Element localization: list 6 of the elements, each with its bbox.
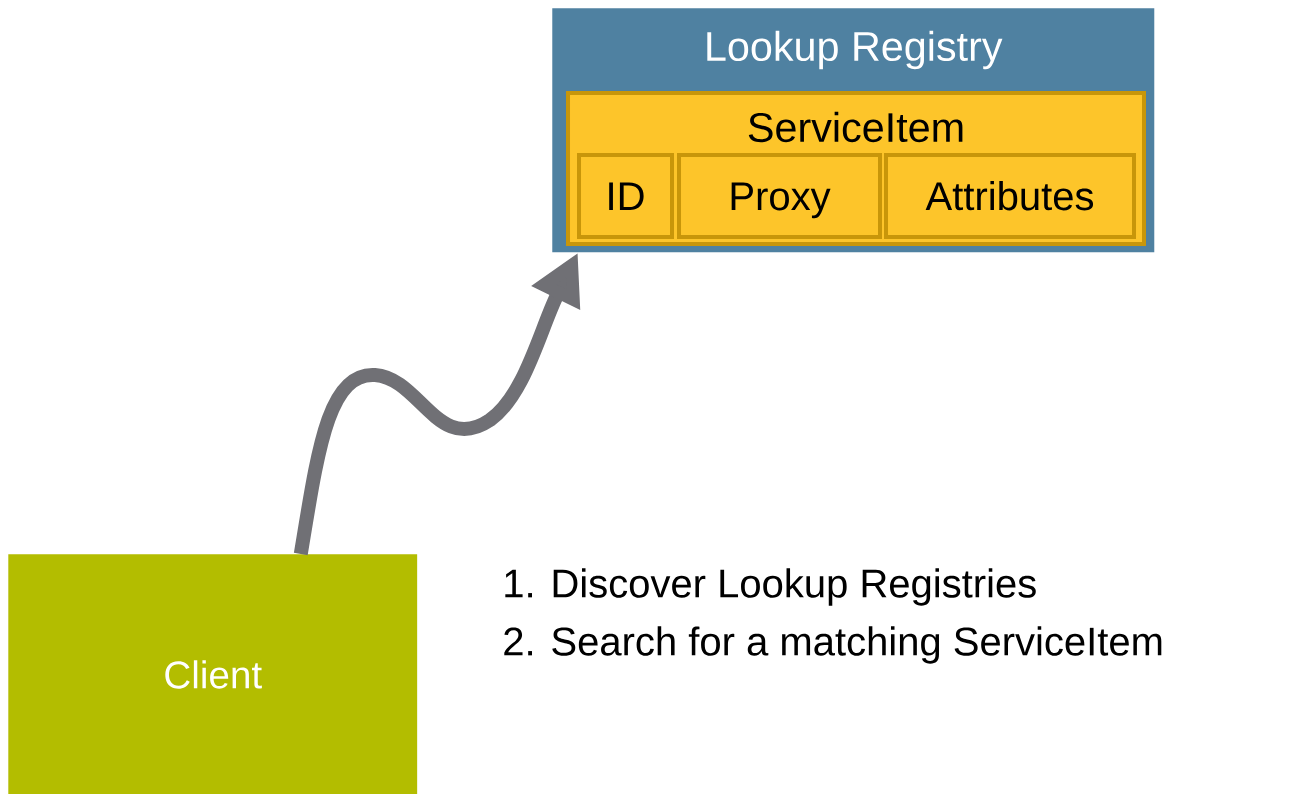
field-box: Attributes — [884, 153, 1136, 239]
field-box: ID — [577, 153, 674, 239]
client-box: Client — [8, 554, 418, 794]
field-box: Proxy — [677, 153, 882, 239]
list-item: 2. Search for a matching ServiceItem — [504, 626, 1162, 664]
list-item: 1. Discover Lookup Registries — [505, 568, 1036, 606]
